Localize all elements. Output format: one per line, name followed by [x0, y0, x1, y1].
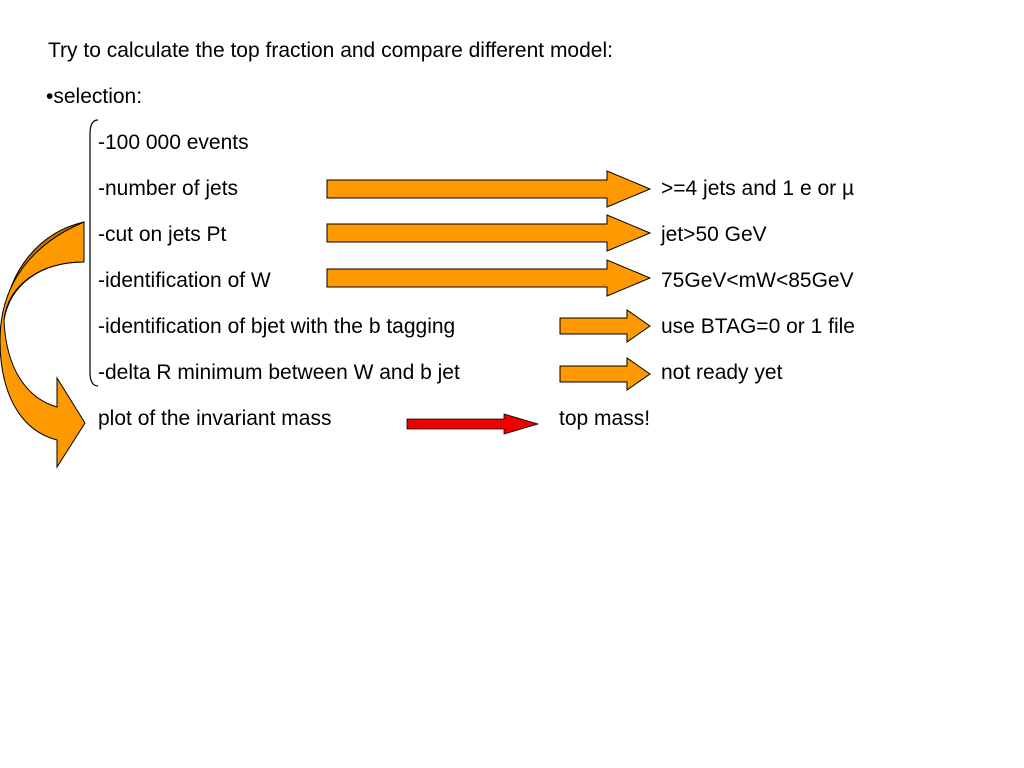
step-result: use BTAG=0 or 1 file [661, 315, 855, 338]
selection-bullet: •selection: [46, 85, 143, 108]
step-result: jet>50 GeV [661, 223, 767, 246]
intro-text: Try to calculate the top fraction and co… [48, 39, 613, 62]
step-result: not ready yet [661, 361, 783, 384]
final-result: top mass! [559, 407, 651, 430]
delta-r-arrow [559, 357, 651, 391]
jets-pt-arrow [326, 214, 652, 252]
step-label: -number of jets [98, 177, 239, 200]
step-label: -identification of W [98, 269, 271, 292]
step-label: -identification of bjet with the b taggi… [98, 315, 456, 338]
final-label: plot of the invariant mass [98, 407, 332, 430]
btag-arrow [559, 309, 651, 343]
step-result: 75GeV<mW<85GeV [661, 269, 854, 292]
invariant-mass-arrow [406, 413, 540, 435]
step-label: -100 000 events [98, 131, 249, 154]
selection-brace [89, 119, 99, 387]
step-label: -delta R minimum between W and b jet [98, 361, 460, 384]
loop-arrow [0, 221, 86, 469]
step-label: -cut on jets Pt [98, 223, 227, 246]
number-of-jets-arrow [326, 170, 652, 208]
step-result: >=4 jets and 1 e or µ [661, 177, 855, 200]
w-identification-arrow [326, 259, 652, 297]
